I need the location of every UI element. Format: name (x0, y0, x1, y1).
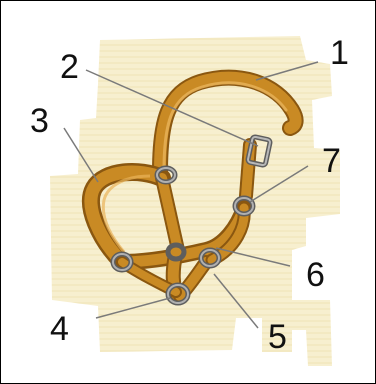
callout-label-3: 3 (30, 102, 49, 140)
callout-label-5: 5 (268, 318, 287, 356)
callout-label-1: 1 (330, 34, 349, 72)
callout-label-2: 2 (60, 48, 79, 86)
callout-label-7: 7 (322, 142, 341, 180)
callout-label-4: 4 (50, 310, 69, 348)
callout-label-6: 6 (306, 256, 325, 294)
